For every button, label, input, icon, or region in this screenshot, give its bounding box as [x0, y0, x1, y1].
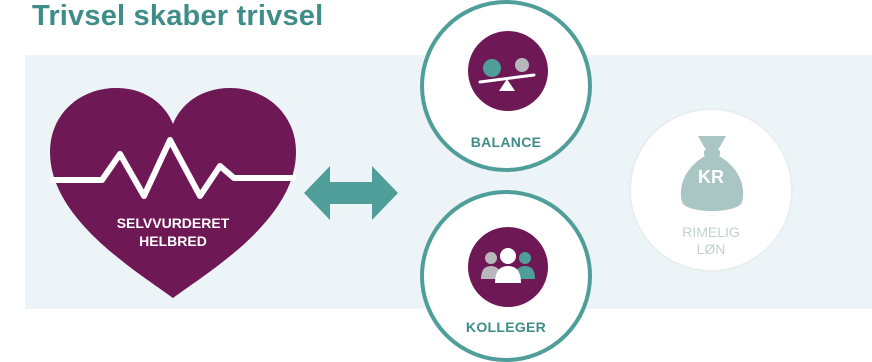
people-group-icon — [481, 248, 535, 283]
money-bag-text: KR — [698, 167, 724, 187]
heart-label: SELVVURDERET HELBRED — [50, 214, 296, 250]
loen-label: RIMELIG LØN — [631, 224, 791, 258]
loen-label-line2: LØN — [696, 241, 726, 257]
kolleger-icon-disc — [468, 227, 548, 307]
balance-label: BALANCE — [470, 134, 542, 150]
loen-label-line1: RIMELIG — [682, 224, 740, 240]
kolleger-label: KOLLEGER — [465, 319, 547, 335]
kolleger-circle: KOLLEGER — [420, 190, 592, 362]
heart-label-line1: SELVVURDERET — [116, 215, 230, 231]
balance-scale-icon — [478, 58, 536, 91]
heartbeat-line — [50, 137, 296, 199]
page-title: Trivsel skaber trivsel — [32, 0, 324, 32]
balance-icon-disc — [468, 31, 548, 111]
money-bag-icon — [680, 136, 744, 211]
balance-circle: BALANCE — [420, 0, 592, 172]
double-arrow-icon — [304, 166, 398, 220]
heart-icon — [50, 88, 296, 298]
heart-label-line2: HELBRED — [139, 233, 207, 249]
loen-circle: KR RIMELIG LØN — [629, 108, 793, 272]
